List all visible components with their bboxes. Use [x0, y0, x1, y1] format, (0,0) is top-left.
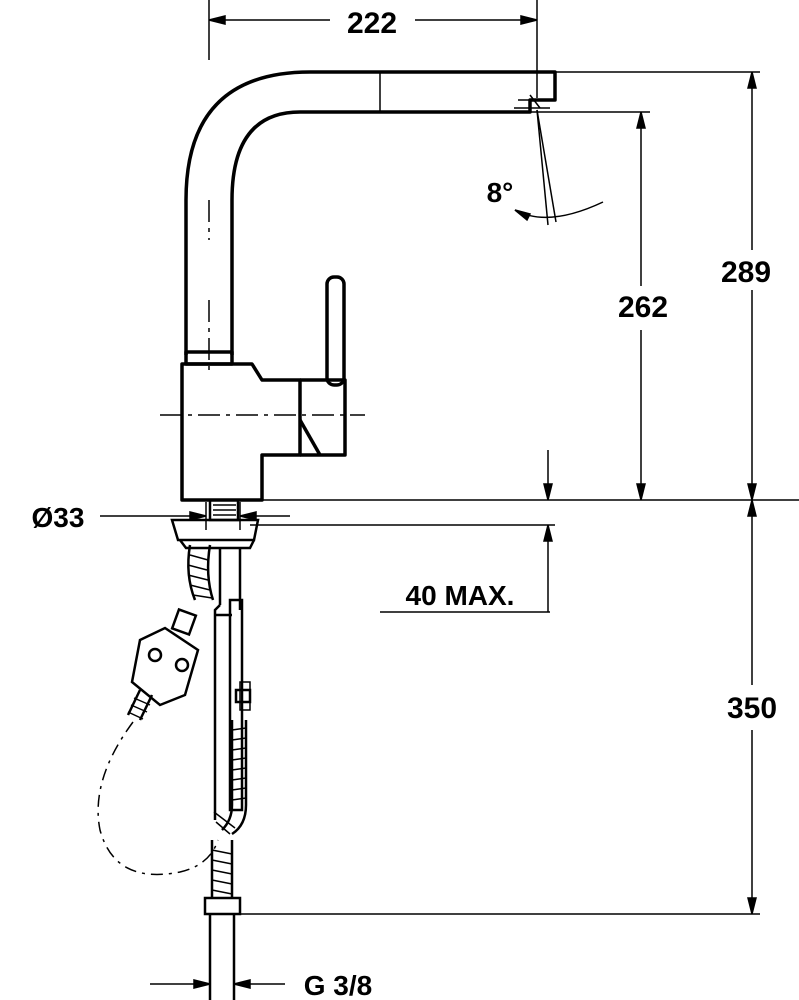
base-diameter-label: Ø33 [32, 502, 85, 533]
faucet-body [180, 70, 557, 502]
max-deck-thickness-label: 40 MAX. [406, 580, 515, 611]
centerlines [160, 200, 365, 416]
pull-out-hose-path [97, 721, 219, 876]
dimension-262 [530, 111, 650, 501]
dimension-diameter [100, 502, 290, 530]
dimension-222 [208, 0, 538, 98]
hose-assembly [187, 544, 248, 836]
connection-thread-label: G 3/8 [304, 970, 372, 1000]
hose-length-label: 350 [727, 692, 777, 725]
spout-reach-label: 222 [347, 7, 397, 40]
total-height-label: 289 [721, 256, 771, 289]
outlet-height-label: 262 [618, 291, 668, 324]
spray-head [379, 72, 556, 112]
angle-8-degree [514, 109, 604, 226]
check-valve [126, 607, 200, 721]
mounting-assembly [170, 498, 260, 820]
dimension-40-max [250, 450, 555, 613]
dimension-350 [240, 499, 760, 915]
spray-angle-label: 8° [487, 177, 514, 208]
dimension-289 [555, 71, 760, 501]
dimension-thread [150, 979, 285, 989]
supply-hose [203, 840, 242, 1000]
